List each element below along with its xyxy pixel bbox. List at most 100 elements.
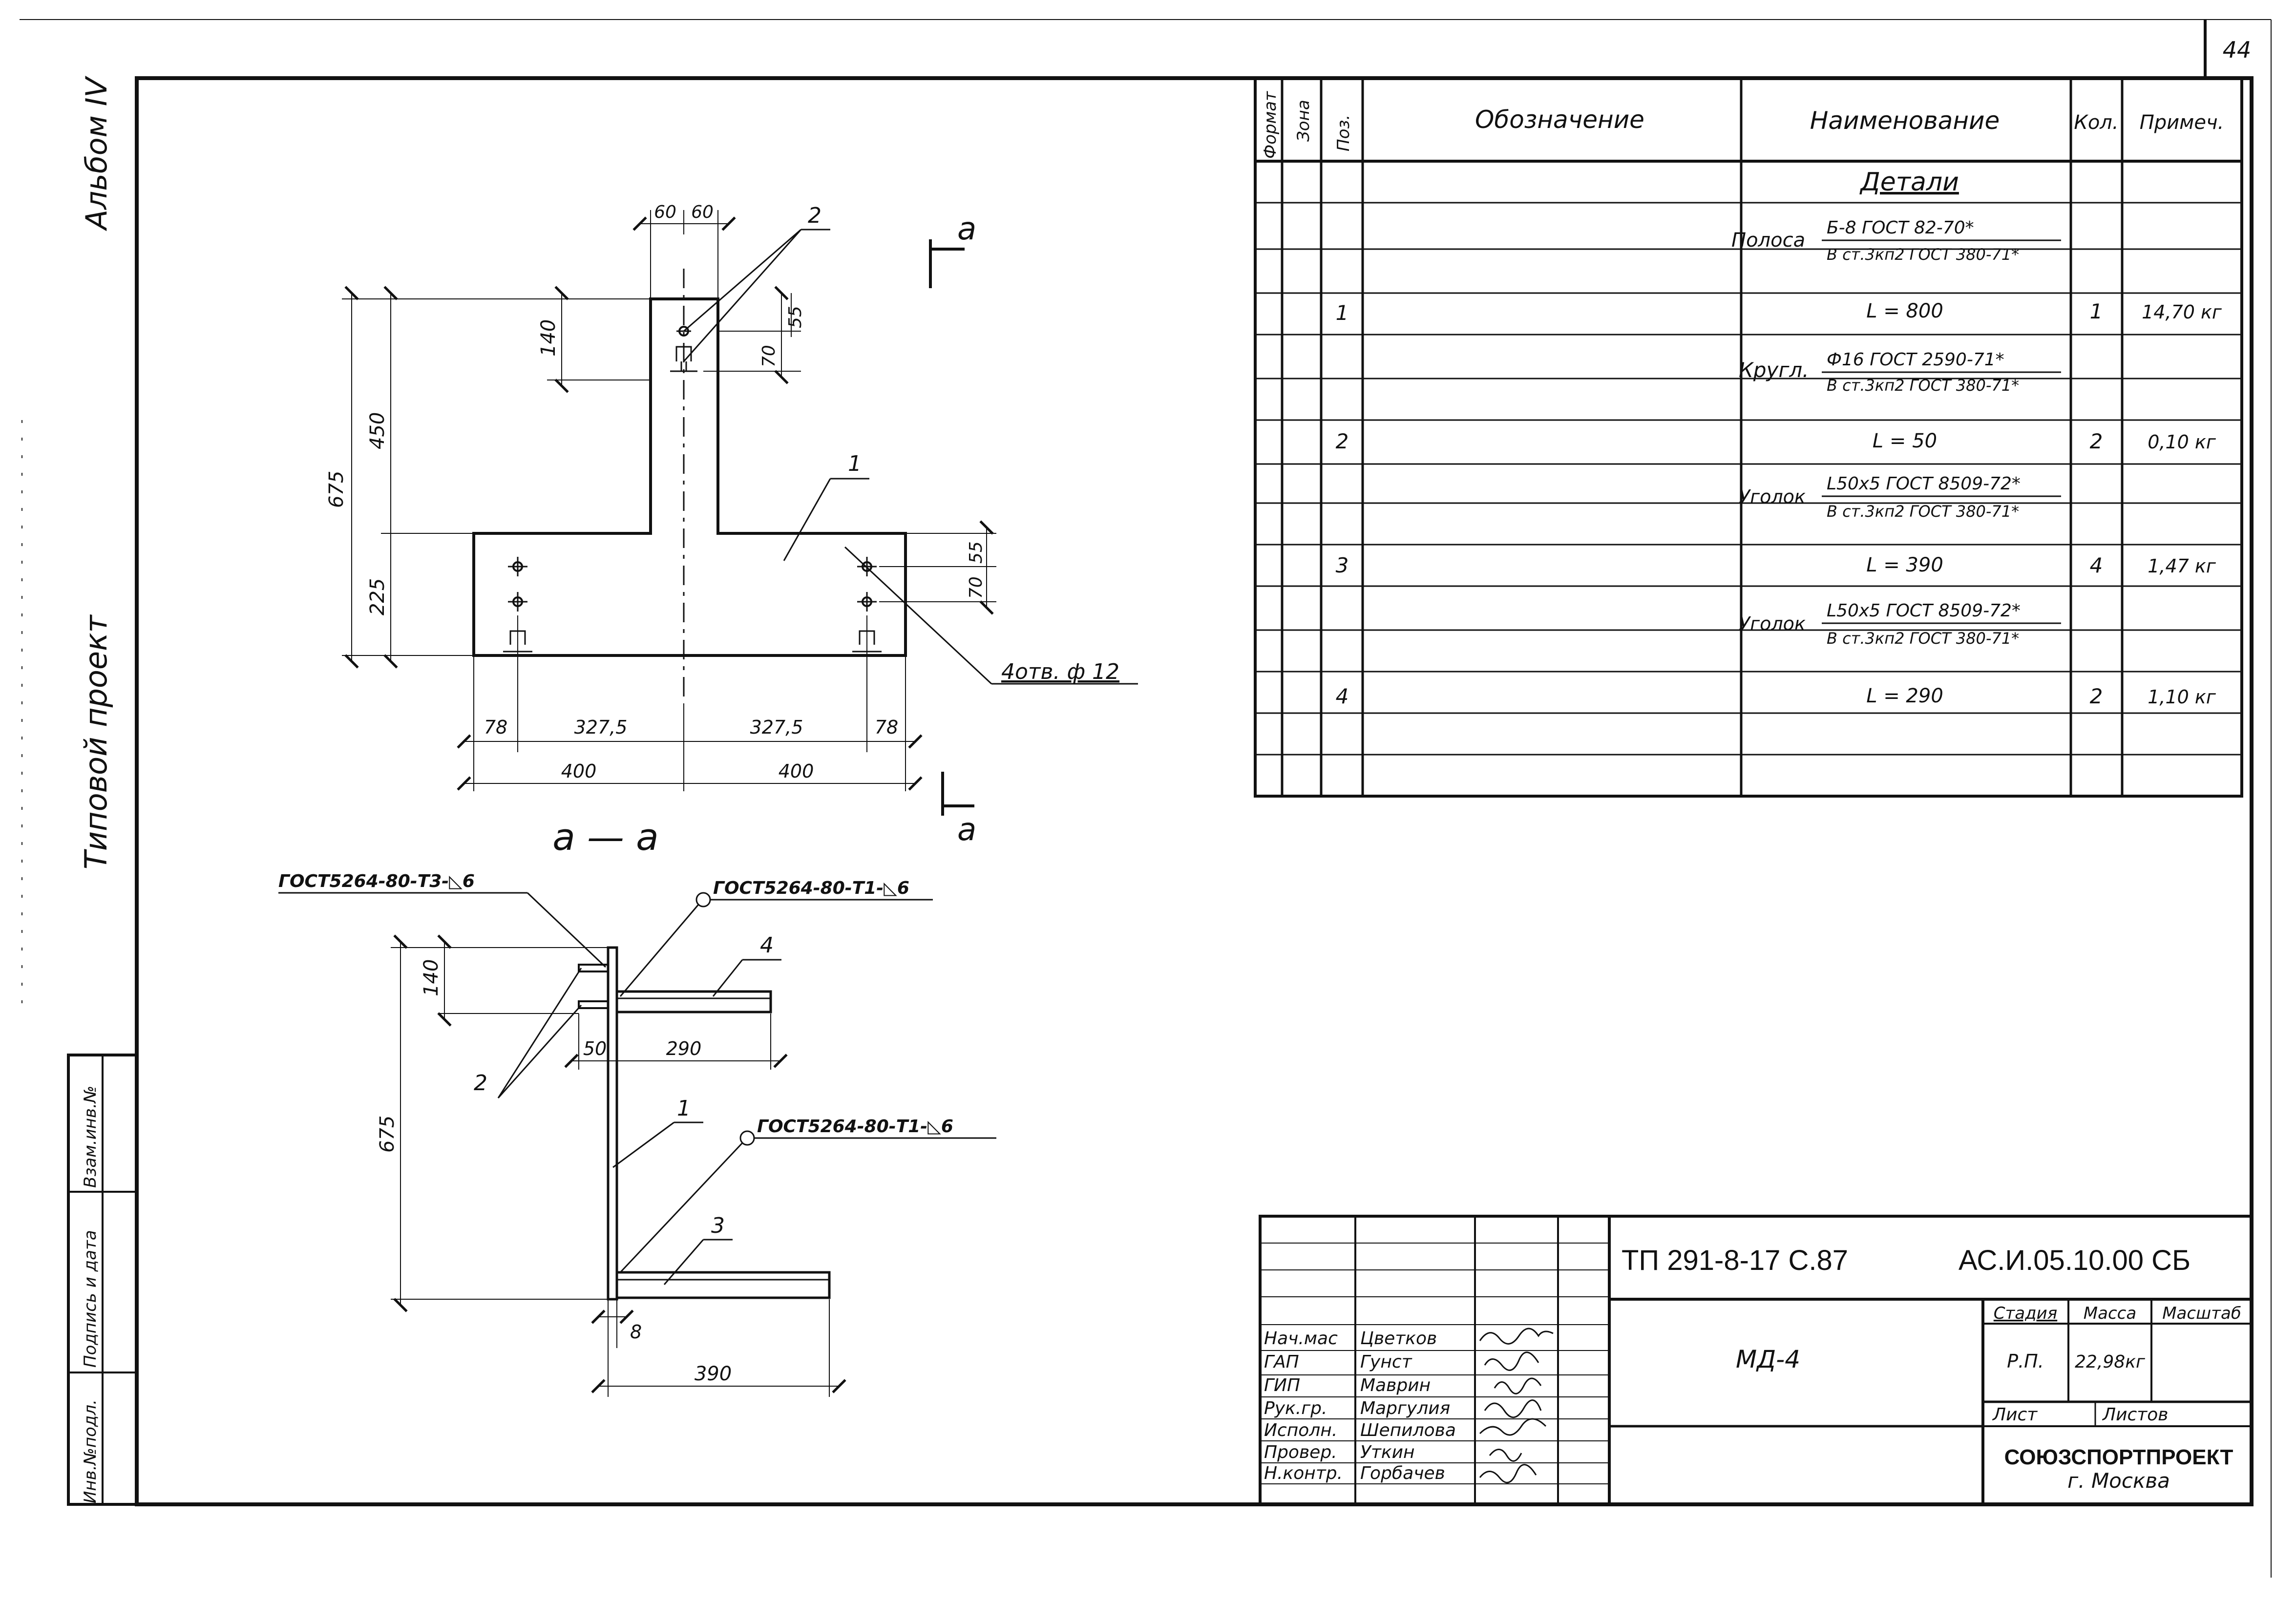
section-mark-bottom: а: [957, 812, 976, 848]
plan-view: 60 60 675 450 225 140 70 55 55 70: [325, 202, 1138, 848]
spec-row2-pos: 1: [1336, 301, 1349, 325]
spec-row7-material: Уголок: [1739, 613, 1806, 634]
dim-675: 675: [325, 471, 348, 508]
dim-55-top: 55: [785, 306, 805, 328]
name-0: Цветков: [1360, 1329, 1437, 1349]
spec-row8-pos: 4: [1336, 684, 1349, 708]
side-stamp: Инв.№подл. Подпись и дата Взам.инв.№: [67, 1054, 138, 1506]
plan-pos-1: 1: [848, 451, 862, 476]
name-1: Гунст: [1360, 1352, 1412, 1372]
spec-row1-bottom: В ст.3кп2 ГОСТ 380-71*: [1827, 245, 2019, 264]
role-2: ГИП: [1264, 1375, 1300, 1395]
stage-label: Стадия: [1994, 1304, 2057, 1323]
role-5: Провер.: [1264, 1442, 1337, 1462]
spec-header-name: Наименование: [1810, 106, 2000, 135]
name-4: Шепилова: [1360, 1420, 1456, 1440]
item-name: МД-4: [1736, 1345, 1800, 1373]
mass-label: Масса: [2084, 1304, 2136, 1323]
spec-row3-bottom: В ст.3кп2 ГОСТ 380-71*: [1827, 376, 2019, 395]
signatures: [1479, 1328, 1554, 1483]
dim-70-right: 70: [966, 576, 986, 599]
dim-70-top: 70: [759, 345, 779, 367]
doc-code: АС.И.05.10.00 СБ: [1959, 1245, 2191, 1276]
role-1: ГАП: [1264, 1352, 1299, 1372]
mass-value: 22,98кг: [2075, 1352, 2146, 1372]
spec-row2-name: L = 800: [1866, 300, 1943, 322]
page-number: 44: [2223, 37, 2252, 63]
sec-dim-8: 8: [630, 1321, 642, 1343]
weld-label-3: ГОСТ5264-80-Т1-◺6: [757, 1117, 953, 1137]
dim-55-right: 55: [966, 541, 986, 564]
weld-label-1: ГОСТ5264-80-Т3-◺6: [278, 871, 475, 891]
sec-dim-290: 290: [666, 1038, 702, 1059]
sec-pos-2: 2: [474, 1071, 487, 1096]
stage-value: Р.П.: [2007, 1351, 2044, 1372]
section-title: а — а: [552, 815, 658, 859]
dim-78-left: 78: [484, 717, 507, 738]
project-type-label: Типовой проект: [78, 614, 114, 869]
spec-row6-name: L = 390: [1866, 554, 1943, 576]
side-stamp-sign: Подпись и дата: [81, 1230, 100, 1368]
spec-row5-top: L50x5 ГОСТ 8509-72*: [1827, 474, 2021, 494]
name-3: Маргулия: [1360, 1398, 1450, 1418]
role-6: Н.контр.: [1264, 1463, 1343, 1483]
spec-row1-material: Полоса: [1731, 229, 1805, 252]
role-0: Нач.мас: [1264, 1329, 1338, 1349]
sec-dim-140: 140: [420, 959, 442, 996]
spec-row3-top: Ф16 ГОСТ 2590-71*: [1827, 350, 2004, 370]
dim-450: 450: [366, 412, 389, 449]
spec-row7-bottom: В ст.3кп2 ГОСТ 380-71*: [1827, 629, 2019, 648]
org-name: СОЮЗСПОРТПРОЕКТ: [2004, 1445, 2233, 1469]
dim-225: 225: [366, 578, 389, 615]
sheet-frame: [20, 19, 2272, 1578]
dim-400-right: 400: [779, 760, 814, 782]
spec-row4-pos: 2: [1336, 429, 1349, 453]
dim-60-right: 60: [691, 202, 714, 222]
sec-pos-4: 4: [760, 933, 774, 958]
spec-row8-qty: 2: [2090, 684, 2103, 708]
title-block: Нач.мас Цветков ГАП Гунст ГИП Маврин Рук…: [1259, 1215, 2253, 1506]
sec-dim-390: 390: [695, 1363, 732, 1385]
spec-row2-qty: 1: [2090, 299, 2103, 323]
spec-row2-note: 14,70 кг: [2142, 301, 2222, 323]
sheets-label: Листов: [2102, 1405, 2168, 1425]
org-city: г. Москва: [2067, 1469, 2170, 1493]
side-stamp-inv: Инв.№подл.: [81, 1399, 100, 1503]
spec-header-designation: Обозначение: [1475, 106, 1644, 134]
name-2: Маврин: [1360, 1375, 1431, 1395]
dim-78-right: 78: [875, 717, 898, 738]
spec-row4-note: 0,10 кг: [2148, 431, 2216, 453]
spec-header-format: Формат: [1261, 91, 1280, 159]
spec-row6-pos: 3: [1336, 553, 1349, 577]
side-stamp-replace: Взам.инв.№: [81, 1086, 100, 1188]
spec-row3-material: Кругл.: [1739, 358, 1809, 382]
spec-row6-qty: 4: [2090, 553, 2103, 577]
doc-number: ТП 291-8-17 С.87: [1622, 1245, 1848, 1276]
spec-row8-name: L = 290: [1866, 685, 1943, 707]
name-6: Горбачев: [1360, 1463, 1445, 1483]
dim-3275-left: 327,5: [574, 717, 628, 738]
section-mark-top: а: [957, 211, 976, 247]
spec-table: Формат Зона Поз. Обозначение Наименовани…: [1254, 77, 2243, 798]
holes: [508, 326, 877, 612]
spec-header-zone: Зона: [1294, 100, 1313, 142]
weld-label-2: ГОСТ5264-80-Т1-◺6: [713, 878, 909, 898]
role-3: Рук.гр.: [1264, 1398, 1327, 1418]
spec-header-qty: Кол.: [2074, 111, 2118, 134]
sheet-label: Лист: [1992, 1405, 2038, 1425]
spec-row1-top: Б-8 ГОСТ 82-70*: [1827, 218, 1974, 238]
margin-labels: Альбом IV Типовой проект: [78, 76, 114, 869]
spec-row5-material: Уголок: [1739, 486, 1806, 507]
album-label: Альбом IV: [80, 76, 114, 232]
scale-label: Масштаб: [2162, 1304, 2241, 1323]
spec-header-note: Примеч.: [2140, 111, 2224, 134]
role-4: Исполн.: [1264, 1420, 1337, 1440]
spec-row7-top: L50x5 ГОСТ 8509-72*: [1827, 601, 2021, 621]
name-5: Уткин: [1360, 1442, 1415, 1462]
dim-400-left: 400: [561, 760, 597, 782]
sec-dim-50: 50: [583, 1038, 607, 1059]
spec-row6-note: 1,47 кг: [2148, 555, 2216, 577]
dim-140: 140: [537, 319, 560, 357]
sec-pos-3: 3: [711, 1213, 725, 1238]
